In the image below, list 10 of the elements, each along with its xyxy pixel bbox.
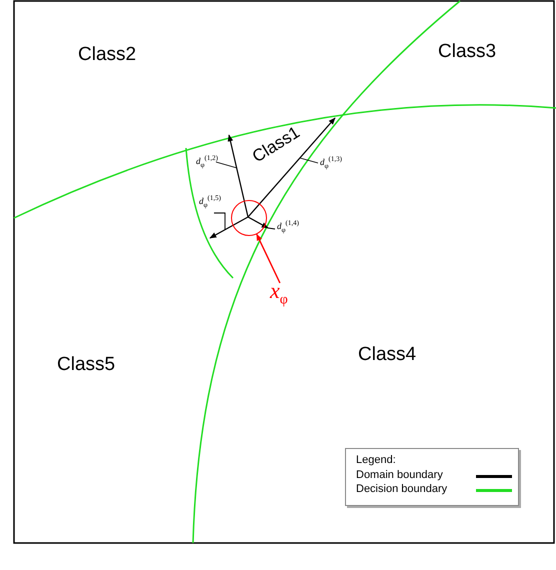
legend-text: Domain boundary bbox=[356, 470, 443, 481]
point-label: x$_{φ}$ bbox=[270, 280, 288, 308]
target-circle bbox=[231, 200, 267, 236]
class-label: Class3 bbox=[438, 42, 496, 61]
class-label: Class4 bbox=[358, 345, 416, 364]
legend-text: Decision boundary bbox=[356, 484, 448, 495]
class-label: Class5 bbox=[57, 355, 116, 374]
class-label: Class2 bbox=[78, 45, 136, 64]
legend-title: Legend: bbox=[356, 455, 396, 466]
pointer-arrow bbox=[256, 234, 281, 284]
